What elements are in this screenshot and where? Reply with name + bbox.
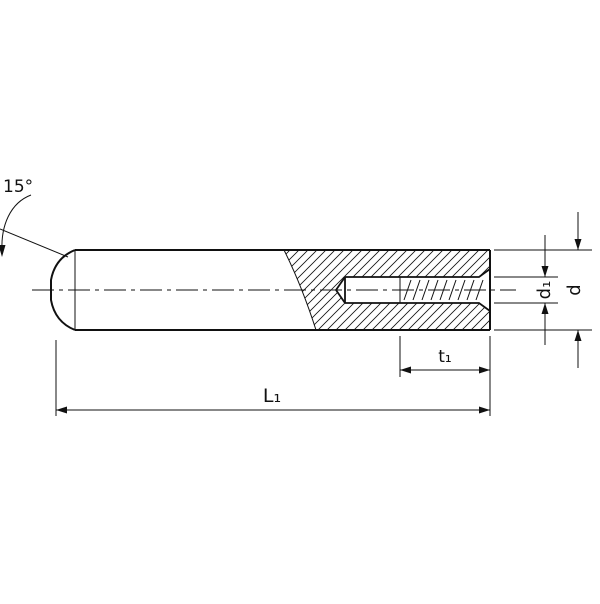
dimension-d: d [494, 212, 592, 368]
drill-point-cone [334, 276, 346, 304]
hole-top-line [345, 268, 491, 278]
section-break-line [283, 249, 317, 331]
L1-arrowhead-icon [479, 406, 490, 414]
angle-arrowhead-icon [0, 245, 6, 257]
dimension-L1: L₁ [55, 336, 491, 416]
d-arrowhead-icon [574, 330, 582, 341]
pin-rounded-end [50, 249, 76, 331]
pin-body-outline [50, 249, 491, 331]
d1-arrowhead-icon [541, 266, 549, 277]
thread-symbol-lines [403, 279, 484, 301]
t1-arrowhead-icon [400, 366, 411, 374]
section-hatch [283, 249, 490, 331]
t1-label: t₁ [438, 347, 451, 367]
dimension-d1: d₁ [494, 235, 558, 345]
d-arrowhead-icon [574, 239, 582, 250]
hole-bottom-line [345, 302, 491, 312]
L1-label: L₁ [263, 385, 281, 407]
d-label: d [564, 284, 585, 295]
t1-arrowhead-icon [479, 366, 490, 374]
threaded-hole [334, 268, 491, 312]
angle-annotation: 15° [0, 177, 69, 258]
d1-label: d₁ [534, 281, 555, 300]
chamfer-extension-line [0, 228, 69, 258]
L1-arrowhead-icon [56, 406, 67, 414]
angle-label: 15° [3, 177, 33, 197]
hatch-area [284, 250, 490, 330]
dimension-t1: t₁ [399, 336, 490, 377]
d1-arrowhead-icon [541, 303, 549, 314]
angle-leader-arc [1, 194, 32, 251]
